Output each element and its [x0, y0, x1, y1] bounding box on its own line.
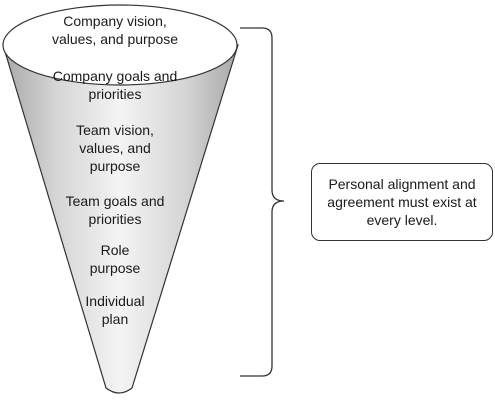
cone-body	[2, 44, 239, 394]
level-team-vision: Team vision, values, and purpose	[76, 122, 154, 174]
level-company-goals: Company goals and priorities	[52, 68, 178, 102]
alignment-callout-box: Personal alignment and agreement must ex…	[311, 163, 493, 241]
level-bracket	[240, 27, 285, 377]
alignment-callout-text: Personal alignment and agreement must ex…	[327, 176, 477, 228]
level-company-vision: Company vision, values, and purpose	[51, 13, 179, 47]
level-individual-plan: Individual plan	[85, 293, 145, 327]
cone-top-ellipse	[2, 4, 238, 86]
level-role-purpose: Role purpose	[89, 242, 141, 276]
level-team-goals: Team goals and priorities	[65, 193, 165, 227]
